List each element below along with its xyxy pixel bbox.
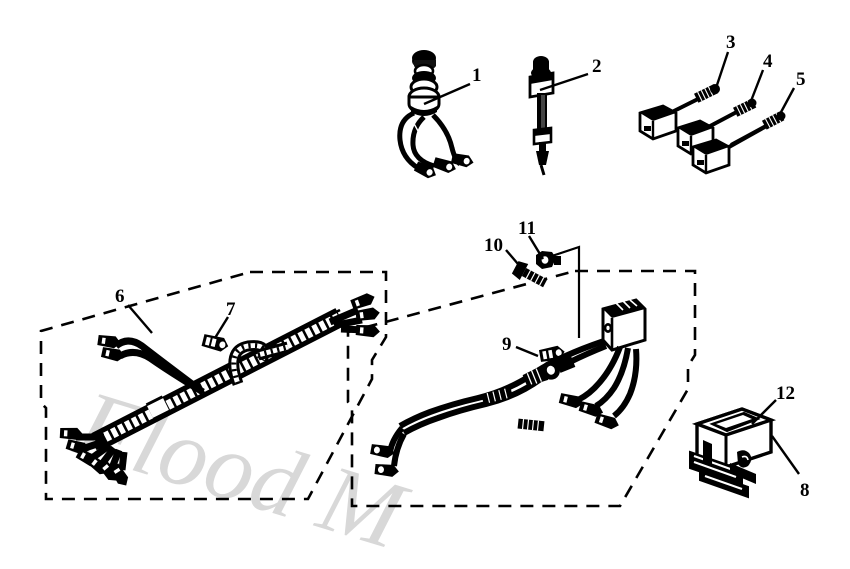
- bracket-leader-10-11: [542, 245, 581, 338]
- part-3-wire-lead: [638, 84, 720, 141]
- leader-line-8: [771, 435, 800, 475]
- leader-line-7: [213, 316, 230, 339]
- parts-artwork-layer: [59, 50, 786, 499]
- part-6-wire-harness-left: [59, 293, 380, 486]
- leader-line-1: [423, 82, 471, 106]
- leader-line-11: [527, 235, 545, 260]
- leader-line-2: [539, 72, 589, 92]
- leader-line-6: [127, 304, 153, 334]
- parts-diagram-canvas: Flood M: [39, 32, 810, 569]
- callout-leaders-layer: [127, 51, 800, 475]
- callout-label-8[interactable]: 8: [800, 480, 810, 501]
- leader-line-5: [778, 87, 796, 115]
- leader-line-3: [714, 51, 730, 89]
- callout-label-9[interactable]: 9: [502, 334, 512, 355]
- dashed-group-box-right: [346, 269, 697, 508]
- dashed-group-box-left: [39, 270, 388, 501]
- part-8-wire-harness-right: [370, 298, 647, 477]
- callout-label-3[interactable]: 3: [726, 32, 736, 53]
- callout-label-2[interactable]: 2: [592, 56, 602, 77]
- group-boundaries-layer: [39, 245, 697, 508]
- leader-line-12: [751, 399, 777, 425]
- leader-line-4: [749, 69, 765, 102]
- part-5-wire-lead: [691, 111, 786, 175]
- callout-label-10[interactable]: 10: [484, 235, 503, 256]
- part-2-stop-switch-assembly: [528, 56, 555, 176]
- callout-label-7[interactable]: 7: [226, 299, 236, 320]
- callout-label-4[interactable]: 4: [763, 51, 773, 72]
- callout-label-11[interactable]: 11: [518, 218, 536, 239]
- callout-label-1[interactable]: 1: [472, 65, 482, 86]
- leader-line-9: [515, 345, 539, 358]
- callout-label-5[interactable]: 5: [796, 69, 806, 90]
- callout-label-12[interactable]: 12: [776, 383, 795, 404]
- callout-label-6[interactable]: 6: [115, 286, 125, 307]
- part-10-bolt: [511, 261, 548, 288]
- leader-line-10: [505, 249, 525, 272]
- part-7-terminal: [201, 334, 229, 352]
